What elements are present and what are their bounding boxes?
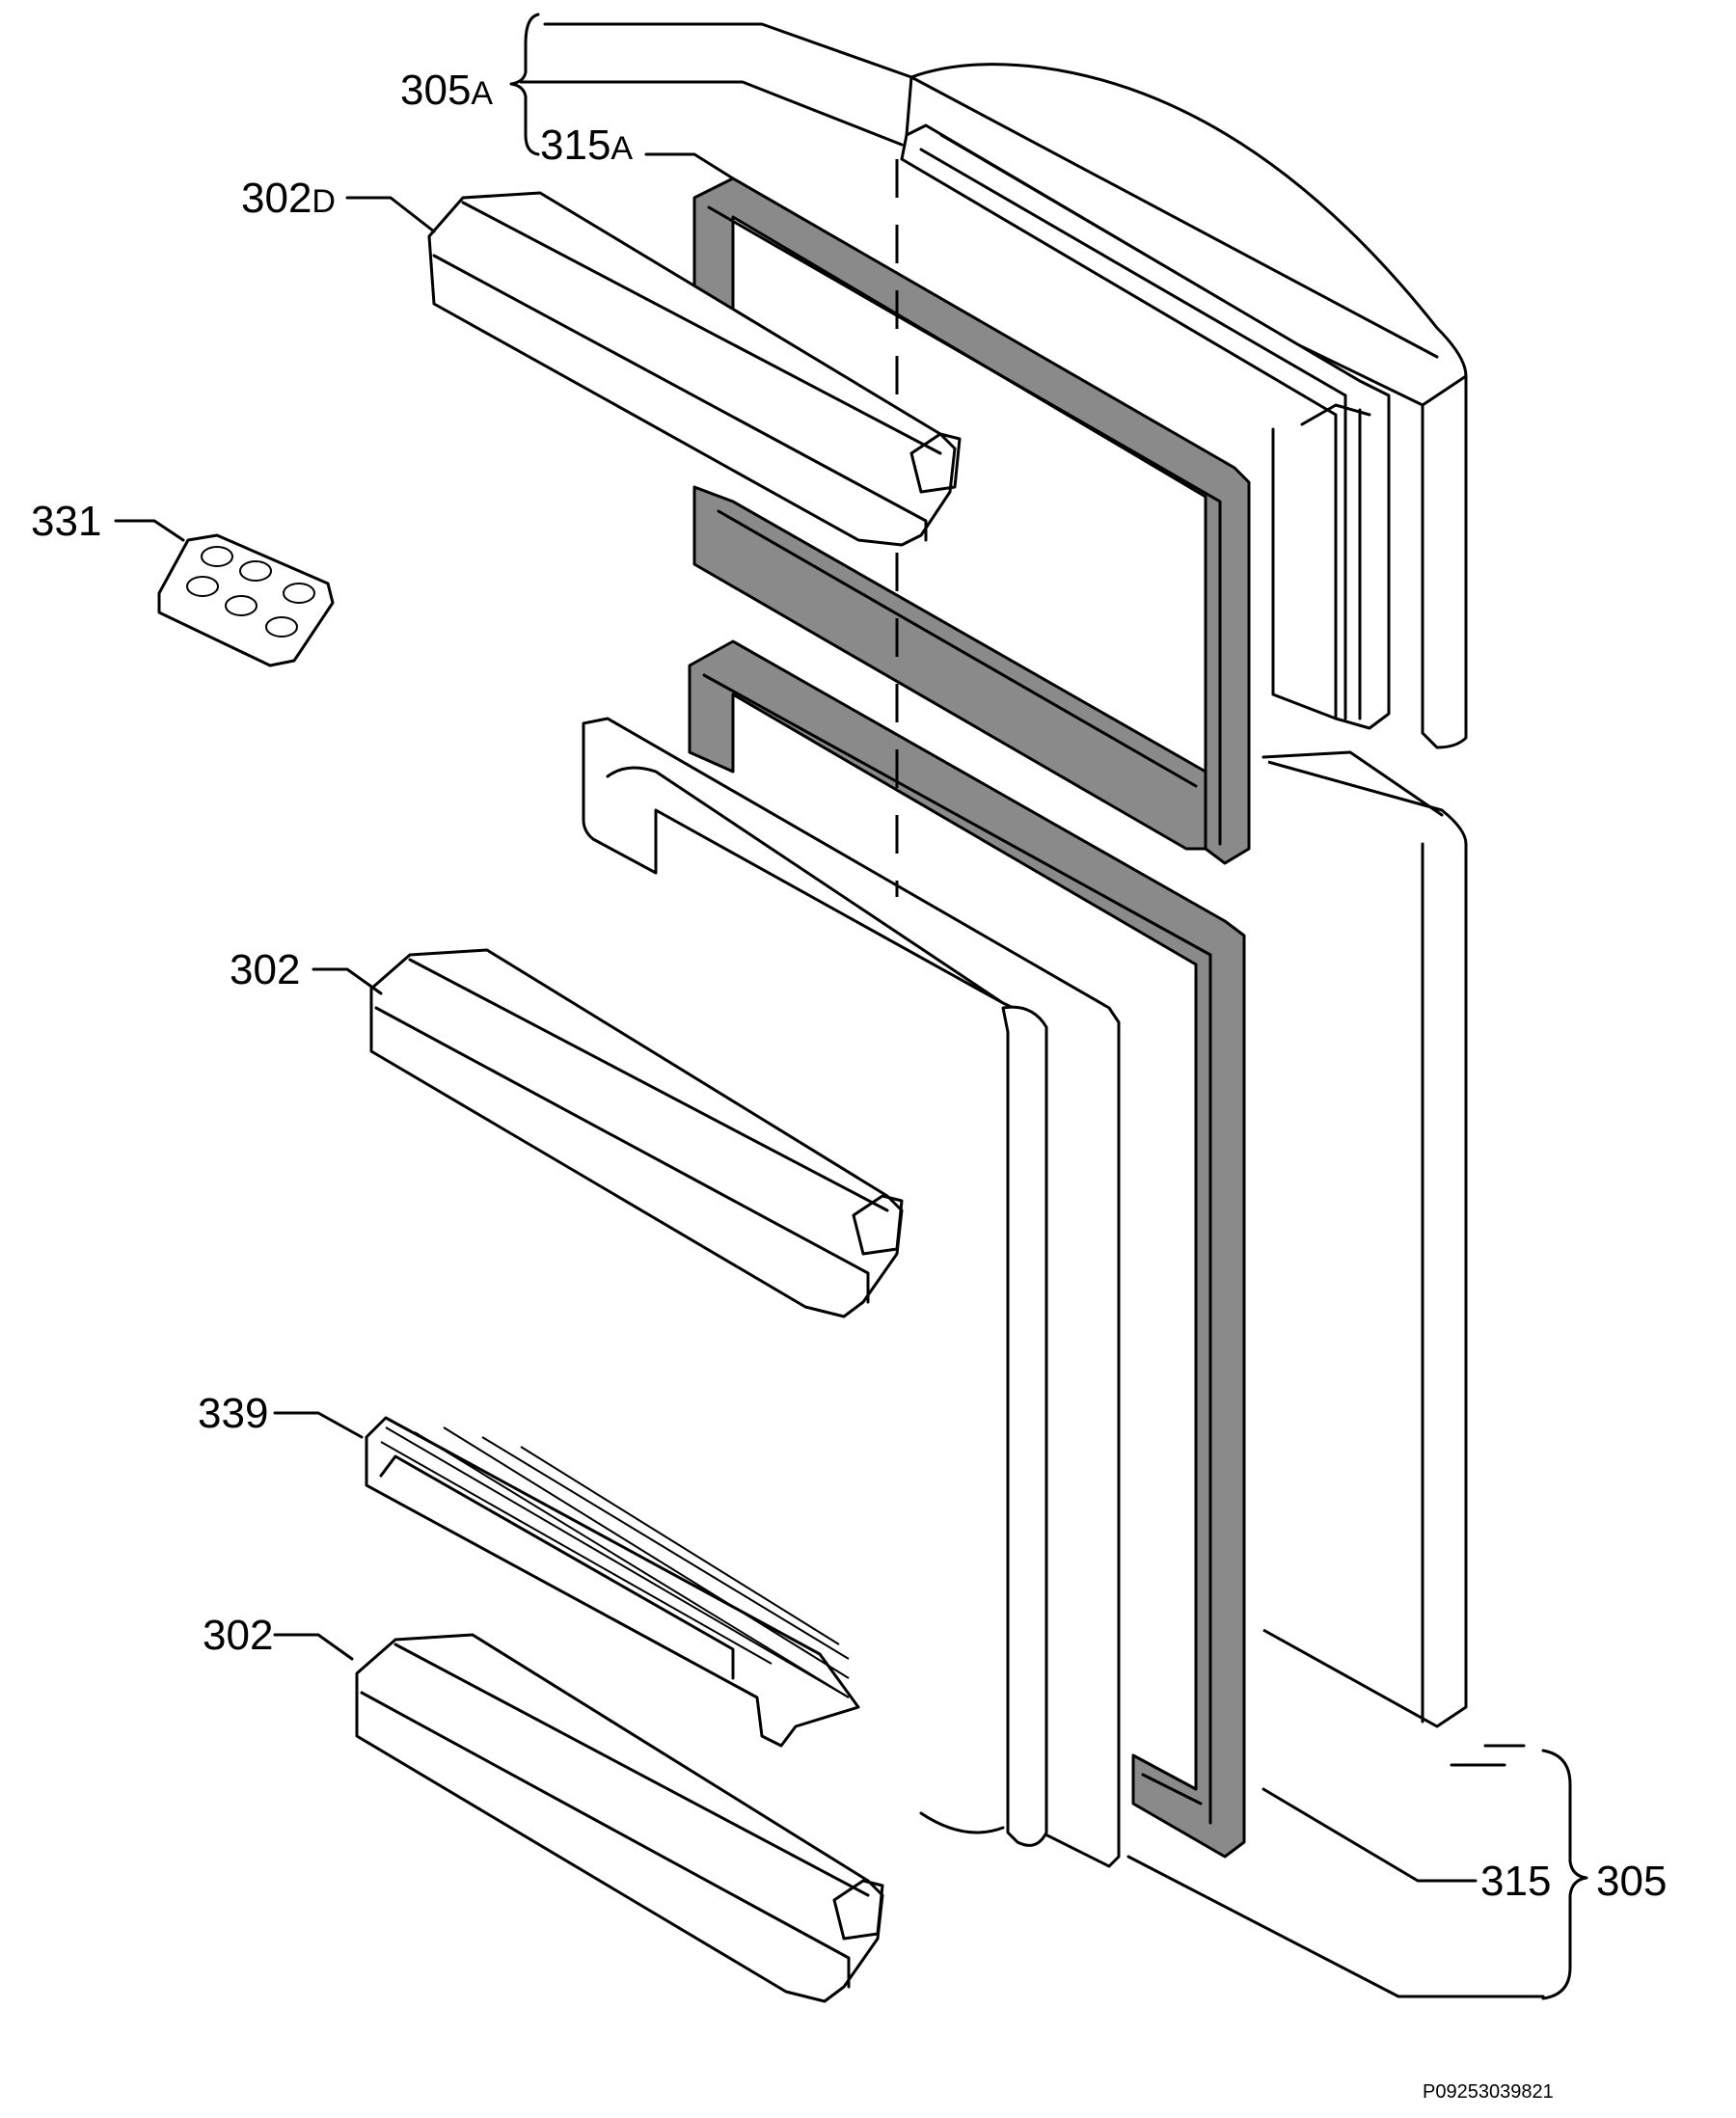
egg-tray-331	[157, 533, 335, 667]
label-315: 315	[1480, 1858, 1551, 1905]
label-305a: 305A	[400, 67, 493, 114]
door-shelf-302d	[427, 191, 962, 547]
label-339: 339	[198, 1390, 268, 1437]
leader-lines	[114, 13, 1588, 2000]
label-302-bottom: 302	[203, 1612, 273, 1659]
inner-door-liner	[582, 717, 1121, 1868]
door-shelf-302-bottom	[355, 1633, 884, 2003]
label-302-middle: 302	[230, 946, 300, 993]
label-315a: 315A	[540, 122, 633, 169]
label-305: 305	[1596, 1858, 1667, 1905]
lower-door-gasket-315	[688, 639, 1246, 1859]
upper-door-part-305a	[900, 63, 1468, 749]
label-302d: 302D	[241, 175, 336, 222]
dairy-cover-339	[365, 1416, 860, 1748]
door-shelf-302-middle	[369, 948, 904, 1318]
label-331: 331	[31, 498, 101, 545]
lower-door-part-305	[1261, 750, 1506, 1767]
reference-code: P09253039821	[1423, 2081, 1554, 2103]
